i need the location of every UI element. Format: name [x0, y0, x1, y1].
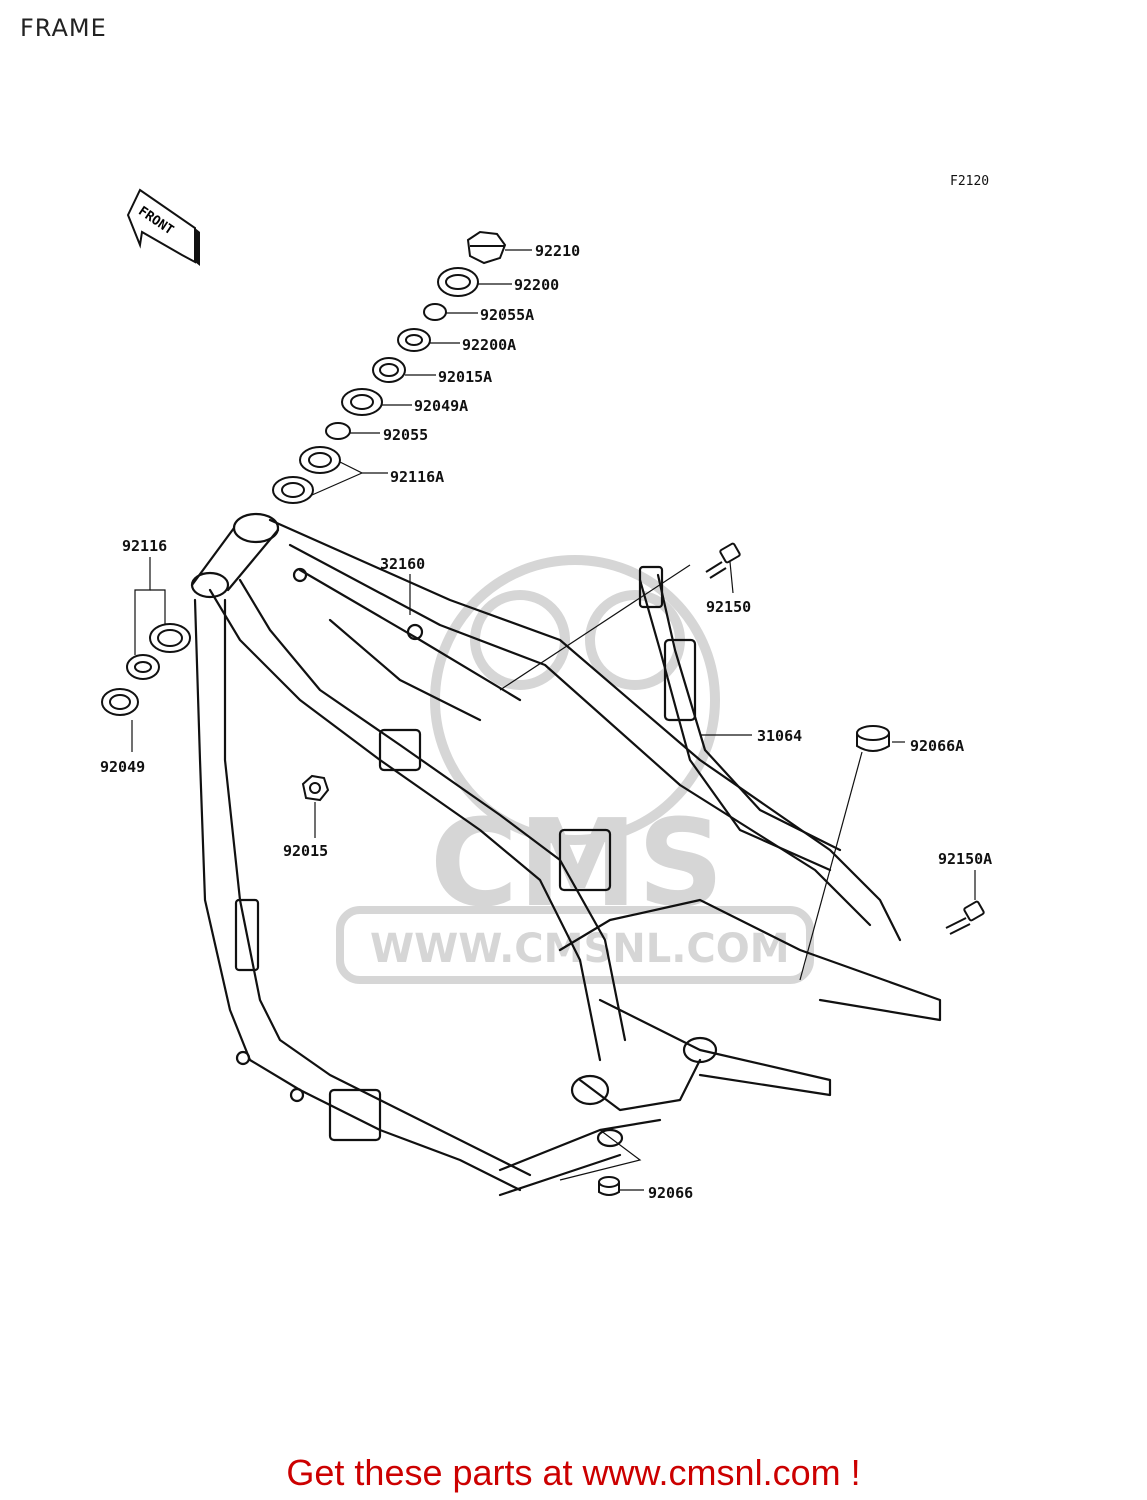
- washer-92200-icon: [437, 267, 479, 297]
- part-label-92015: 92015: [283, 842, 328, 860]
- part-label-92200: 92200: [514, 276, 559, 294]
- nut-92210-icon: [466, 230, 507, 265]
- part-label-92049: 92049: [100, 758, 145, 776]
- steering-parts: [272, 230, 507, 504]
- part-label-92200A: 92200A: [462, 336, 516, 354]
- nut-92015-icon: [301, 774, 330, 802]
- bolt-92150-icon: [705, 542, 741, 579]
- figure-code: F2120: [950, 174, 989, 189]
- race-92116-icon: [149, 623, 191, 653]
- cap-92066-icon: [598, 1176, 620, 1196]
- part-label-92015A: 92015A: [438, 368, 492, 386]
- seal-92049-icon: [101, 688, 139, 716]
- cap-92066A-icon: [856, 725, 890, 752]
- part-label-32160: 32160: [380, 555, 425, 573]
- footer-cta-link[interactable]: Get these parts at www.cmsnl.com !: [286, 1452, 861, 1493]
- seal-92049A-icon: [341, 388, 383, 416]
- main-frame-drawing: [190, 512, 942, 1197]
- part-label-92116A: 92116A: [390, 468, 444, 486]
- part-label-92049A: 92049A: [414, 397, 468, 415]
- front-arrow-icon: FRONT: [126, 188, 200, 266]
- page-title: FRAME: [20, 14, 107, 42]
- lower-steering-parts: [101, 623, 191, 716]
- cmsnl-watermark: CMS WWW.CMSNL.COM: [336, 555, 814, 984]
- part-labels: 92210 92200 92055A 92200A 92015A 92049A …: [100, 242, 992, 1202]
- part-label-92055: 92055: [383, 426, 428, 444]
- part-label-92150: 92150: [706, 598, 751, 616]
- oring-92055-icon: [325, 422, 351, 440]
- part-label-92055A: 92055A: [480, 306, 534, 324]
- part-label-92066: 92066: [648, 1184, 693, 1202]
- race-92116A-bottom-icon: [272, 476, 314, 504]
- part-label-92210: 92210: [535, 242, 580, 260]
- part-label-92116: 92116: [122, 537, 167, 555]
- watermark-url: WWW.CMSNL.COM: [370, 926, 790, 972]
- race-92116A-top-icon: [299, 446, 341, 474]
- part-label-31064: 31064: [757, 727, 802, 745]
- part-label-92150A: 92150A: [938, 850, 992, 868]
- frame-fasteners: [301, 542, 985, 1196]
- nut-92015A-icon: [372, 357, 406, 383]
- oring-92055A-icon: [423, 303, 447, 321]
- part-label-92066A: 92066A: [910, 737, 964, 755]
- bearing-92116-icon: [126, 654, 160, 680]
- lockwasher-92200A-icon: [397, 328, 431, 352]
- bolt-92150A-icon: [945, 900, 985, 935]
- leader-lines: [131, 249, 976, 1191]
